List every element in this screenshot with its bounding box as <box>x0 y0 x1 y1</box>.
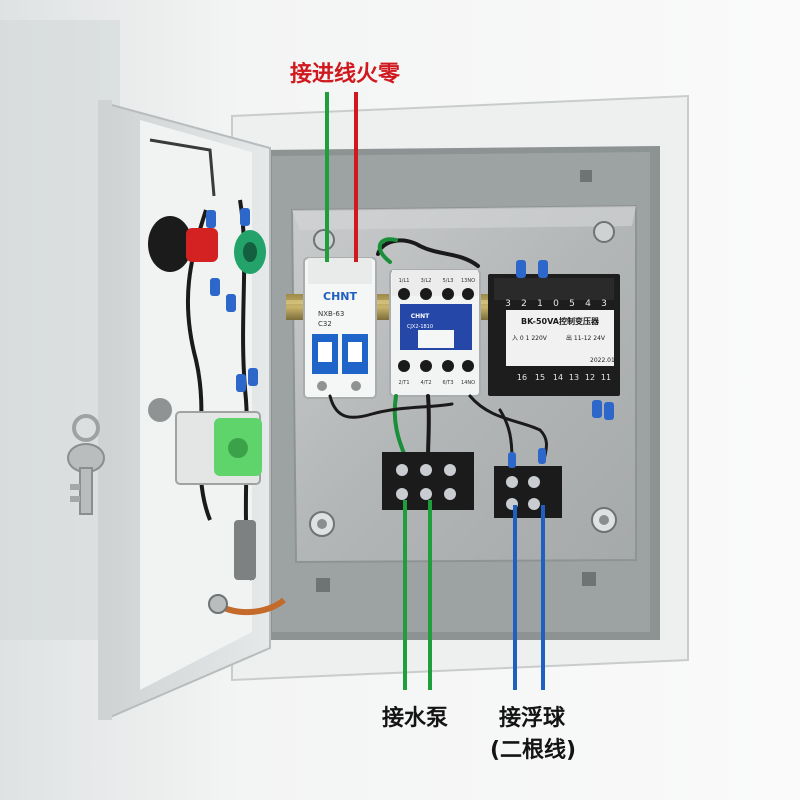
transformer-top-terminal: 0 <box>553 299 559 309</box>
control-transformer: 3 2 1 0 5 4 3 BK-50VA控制变压器 入 0 1 220V 出 … <box>488 260 620 420</box>
float-ball-label: 接浮球 <box>498 706 565 731</box>
circuit-breaker: CHNT NXB-63 C32 <box>303 257 377 399</box>
contactor-model: CJX2-1810 <box>407 324 433 330</box>
float-terminal-block <box>494 448 562 518</box>
contactor-top-terminal: 3/L2 <box>421 278 432 284</box>
contactor-bottom-terminal: 4/T2 <box>420 380 431 386</box>
mounting-screw <box>593 221 615 243</box>
mounting-screw <box>313 229 335 251</box>
contactor-top-terminal: 1/L1 <box>399 278 410 284</box>
transformer-model: BK-50VA控制变压器 <box>521 316 600 326</box>
transformer-top-terminal: 2 <box>521 299 527 309</box>
contactor-top-terminal: 13NO <box>461 278 475 284</box>
transformer-bottom-terminal: 13 <box>569 373 579 382</box>
water-pump-label: 接水泵 <box>381 706 448 731</box>
breaker-brand: CHNT <box>323 290 357 303</box>
transformer-top-terminal: 5 <box>569 299 575 309</box>
cabinet-door <box>67 100 286 720</box>
contactor-brand: CHNT <box>411 313 430 320</box>
key-icon <box>67 443 105 515</box>
transformer-input: 入 0 1 220V <box>512 335 548 342</box>
key-ring <box>72 414 100 442</box>
transformer-top-terminal: 3 <box>601 299 607 309</box>
incoming-line-label: 接进线火零 <box>289 62 400 87</box>
contactor-bottom-terminal: 2/T1 <box>398 380 409 386</box>
breaker-model: NXB-63 <box>318 310 344 318</box>
transformer-bottom-terminal: 15 <box>535 373 545 382</box>
transformer-bottom-terminal: 11 <box>601 373 611 382</box>
transformer-top-terminal: 4 <box>585 299 591 309</box>
contactor-bottom-terminal: 14NO <box>461 380 475 386</box>
contactor: 1/L1 3/L2 5/L3 13NO CHNT CJX2-1810 2/T1 … <box>389 269 481 397</box>
contactor-top-terminal: 5/L3 <box>443 278 454 284</box>
indicator-lamp <box>148 216 192 272</box>
transformer-date: 2022.01 <box>590 357 615 364</box>
float-ball-note-label: (二根线) <box>489 738 577 763</box>
breaker-rating: C32 <box>318 320 332 328</box>
transformer-label <box>506 310 614 366</box>
transformer-bottom-terminal: 14 <box>553 373 563 382</box>
transformer-bottom-terminal: 16 <box>517 373 527 382</box>
transformer-top-terminal: 3 <box>505 299 511 309</box>
red-lamp-cap <box>186 228 218 262</box>
contactor-bottom-terminal: 6/T3 <box>442 380 453 386</box>
transformer-bottom-terminal: 12 <box>585 373 595 382</box>
transformer-output: 出 11-12 24V <box>566 334 606 342</box>
transformer-top-terminal: 1 <box>537 299 543 309</box>
annotation-lines <box>325 92 545 690</box>
door-lock <box>148 398 172 422</box>
